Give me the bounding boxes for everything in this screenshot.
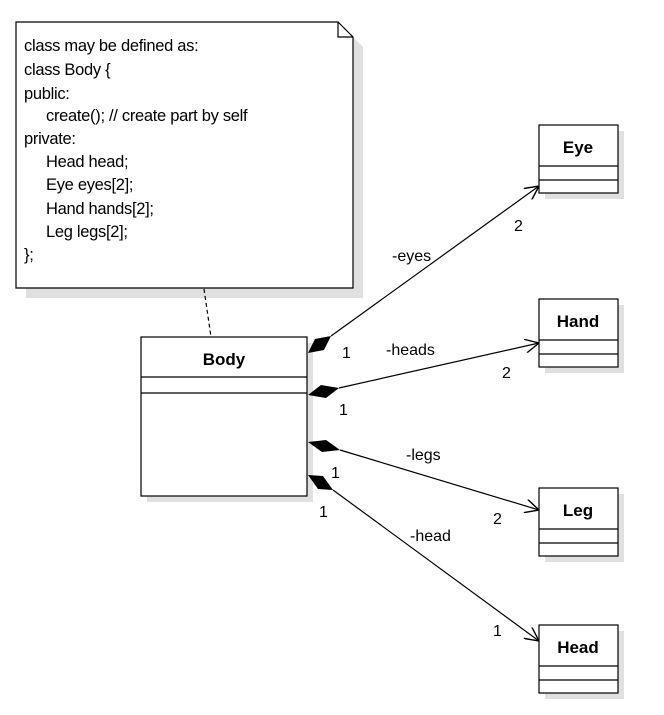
composition-diamond [308,336,331,353]
class-leg: Leg [538,487,624,562]
note-line: create(); // create part by self [46,107,248,125]
role-label: -heads [386,342,435,359]
multiplicity-label: 2 [502,365,511,382]
multiplicity-label: 1 [339,402,348,419]
class-body-name: Body [203,350,246,369]
note-line: }; [24,246,34,264]
class-body: Body [140,336,313,502]
multiplicity-label: 2 [514,218,523,235]
note-line: class Body { [24,61,111,79]
association-hands: -heads 1 2 [308,342,539,419]
multiplicity-label: 1 [342,345,351,362]
note: class may be defined as: class Body { pu… [15,21,363,298]
composition-diamond [308,385,339,398]
composition-diamond [308,475,333,490]
association-head: -head 1 1 [308,475,539,641]
multiplicity-label: 1 [331,465,340,482]
note-fold [337,22,353,38]
class-leg-name: Leg [563,501,593,520]
association-eyes: -eyes 1 2 [308,186,539,362]
note-line: Eye eyes[2]; [46,176,133,194]
multiplicity-label: 2 [493,511,502,528]
class-hand-name: Hand [557,312,600,331]
class-head-name: Head [557,638,599,657]
multiplicity-label: 1 [319,504,328,521]
note-line: public: [24,85,70,103]
class-eye: Eye [538,124,624,199]
note-line: Leg legs[2]; [46,223,128,241]
class-eye-name: Eye [563,138,593,157]
note-line: class may be defined as: [24,37,198,55]
class-hand: Hand [538,298,624,373]
note-box [15,21,354,289]
role-label: -head [410,528,451,545]
class-head: Head [538,624,624,699]
note-line: private: [24,130,76,148]
role-label: -eyes [392,248,431,265]
role-label: -legs [406,447,441,464]
note-anchor-line [203,288,212,338]
association-legs: -legs 1 2 [308,440,539,528]
note-line: Head head; [46,153,128,171]
note-line: Hand hands[2]; [46,200,154,218]
multiplicity-label: 1 [493,623,502,640]
composition-diamond [308,440,340,452]
